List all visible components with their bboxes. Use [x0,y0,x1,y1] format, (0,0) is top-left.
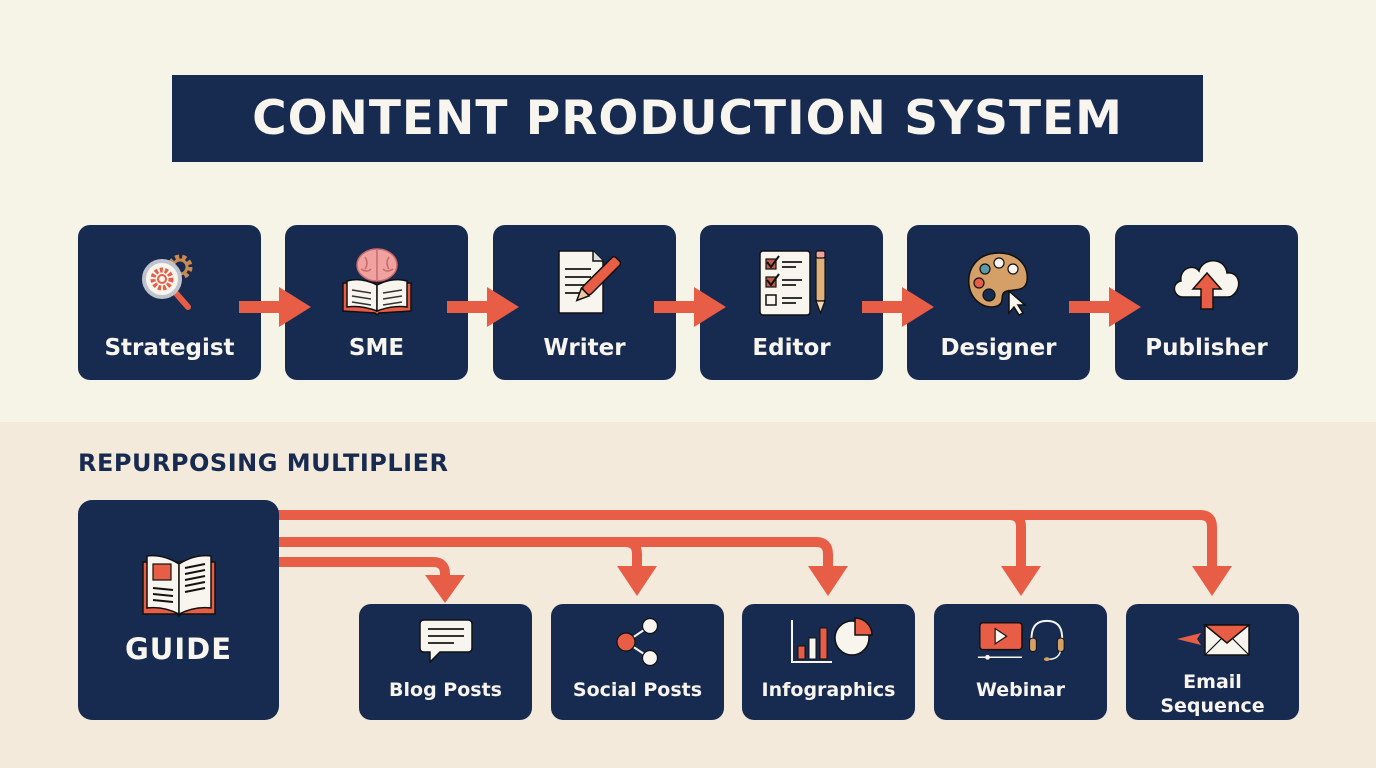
stage-label: Editor [752,335,831,361]
open-book-icon [139,552,219,618]
flow-arrow-icon [239,287,311,327]
output-blog-posts: Blog Posts [359,604,532,720]
flow-arrow-icon [1069,287,1141,327]
document-pen-icon [545,247,625,317]
section-heading: REPURPOSING MULTIPLIER [78,449,449,477]
stage-strategist: Strategist [78,225,261,380]
stage-label: Writer [543,335,626,361]
share-icon [593,616,683,666]
stage-label: Publisher [1145,335,1268,361]
stage-designer: Designer [907,225,1090,380]
stage-editor: Editor [700,225,883,380]
stage-label: Designer [940,335,1057,361]
speech-bubble-icon [401,616,491,666]
output-webinar: Webinar [934,604,1107,720]
output-label: Social Posts [572,679,703,701]
flow-arrow-icon [654,287,726,327]
page-title: CONTENT PRODUCTION SYSTEM [252,91,1123,146]
stage-sme: SME [285,225,468,380]
source-label: GUIDE [124,632,233,666]
stage-label: SME [348,335,405,361]
title-banner: CONTENT PRODUCTION SYSTEM [172,75,1203,162]
output-social-posts: Social Posts [551,604,724,720]
output-label: Infographics [761,679,896,701]
stage-writer: Writer [493,225,676,380]
magnifier-gear-icon [130,247,210,317]
source-guide: GUIDE [78,500,279,720]
output-email-sequence: Email Sequence [1126,604,1299,720]
flow-arrow-icon [447,287,519,327]
output-label: Blog Posts [389,679,502,701]
output-label-line1: Email [1183,671,1242,693]
output-label: Webinar [976,679,1065,701]
stage-label: Strategist [104,335,235,361]
stage-publisher: Publisher [1115,225,1298,380]
flow-arrow-icon [862,287,934,327]
checklist-pencil-icon [752,247,832,317]
envelope-icon [1168,616,1258,666]
bar-pie-chart-icon [784,616,874,666]
palette-cursor-icon [959,247,1039,317]
cloud-upload-icon [1167,247,1247,317]
output-label-line2: Sequence [1160,695,1265,717]
brain-book-icon [337,247,417,317]
output-label: Email Sequence [1160,670,1264,718]
video-headset-icon [976,616,1066,666]
output-infographics: Infographics [742,604,915,720]
